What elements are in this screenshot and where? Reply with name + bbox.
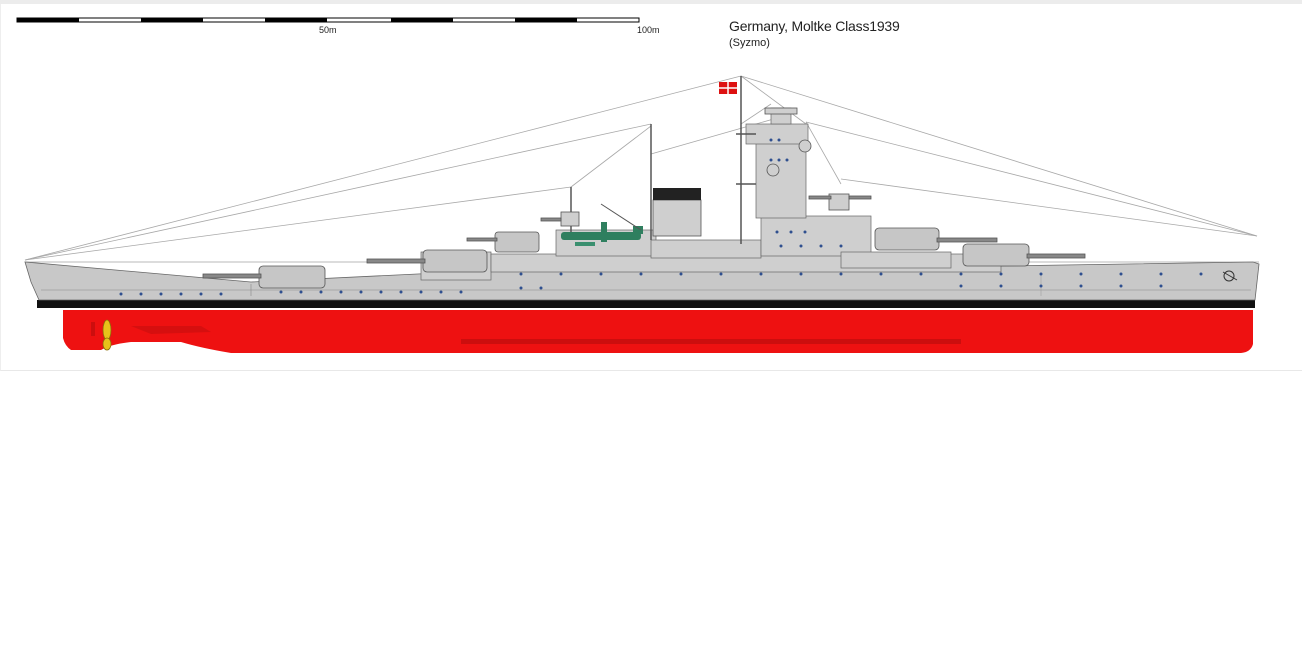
drawing-credit: (Syzmo) <box>729 37 770 49</box>
propeller-icon <box>91 319 112 351</box>
ship-drawing-frame: 50m 100m Germany, Moltke Class1939 (Syzm… <box>0 4 1302 371</box>
anchor-icon <box>1222 270 1238 282</box>
war-ensign-flag-icon <box>719 82 737 94</box>
drawing-title: Germany, Moltke Class1939 <box>729 18 900 34</box>
funnel <box>652 188 702 237</box>
portholes <box>119 138 1203 296</box>
top-strip <box>0 0 1302 4</box>
main-turrets <box>202 227 1086 289</box>
secondary-mounts <box>540 107 872 227</box>
ship-profile-drawing <box>16 17 1260 353</box>
masts <box>570 76 756 244</box>
scale-label-50m: 50m <box>319 25 337 35</box>
superstructure <box>420 107 1002 281</box>
aircraft-icon <box>561 203 643 246</box>
waterline-stripe <box>37 300 1255 308</box>
scale-label-100m: 100m <box>637 25 660 35</box>
hull-bottom <box>63 310 1253 353</box>
scale-bar <box>16 17 640 23</box>
rigging-lines <box>24 75 1258 261</box>
